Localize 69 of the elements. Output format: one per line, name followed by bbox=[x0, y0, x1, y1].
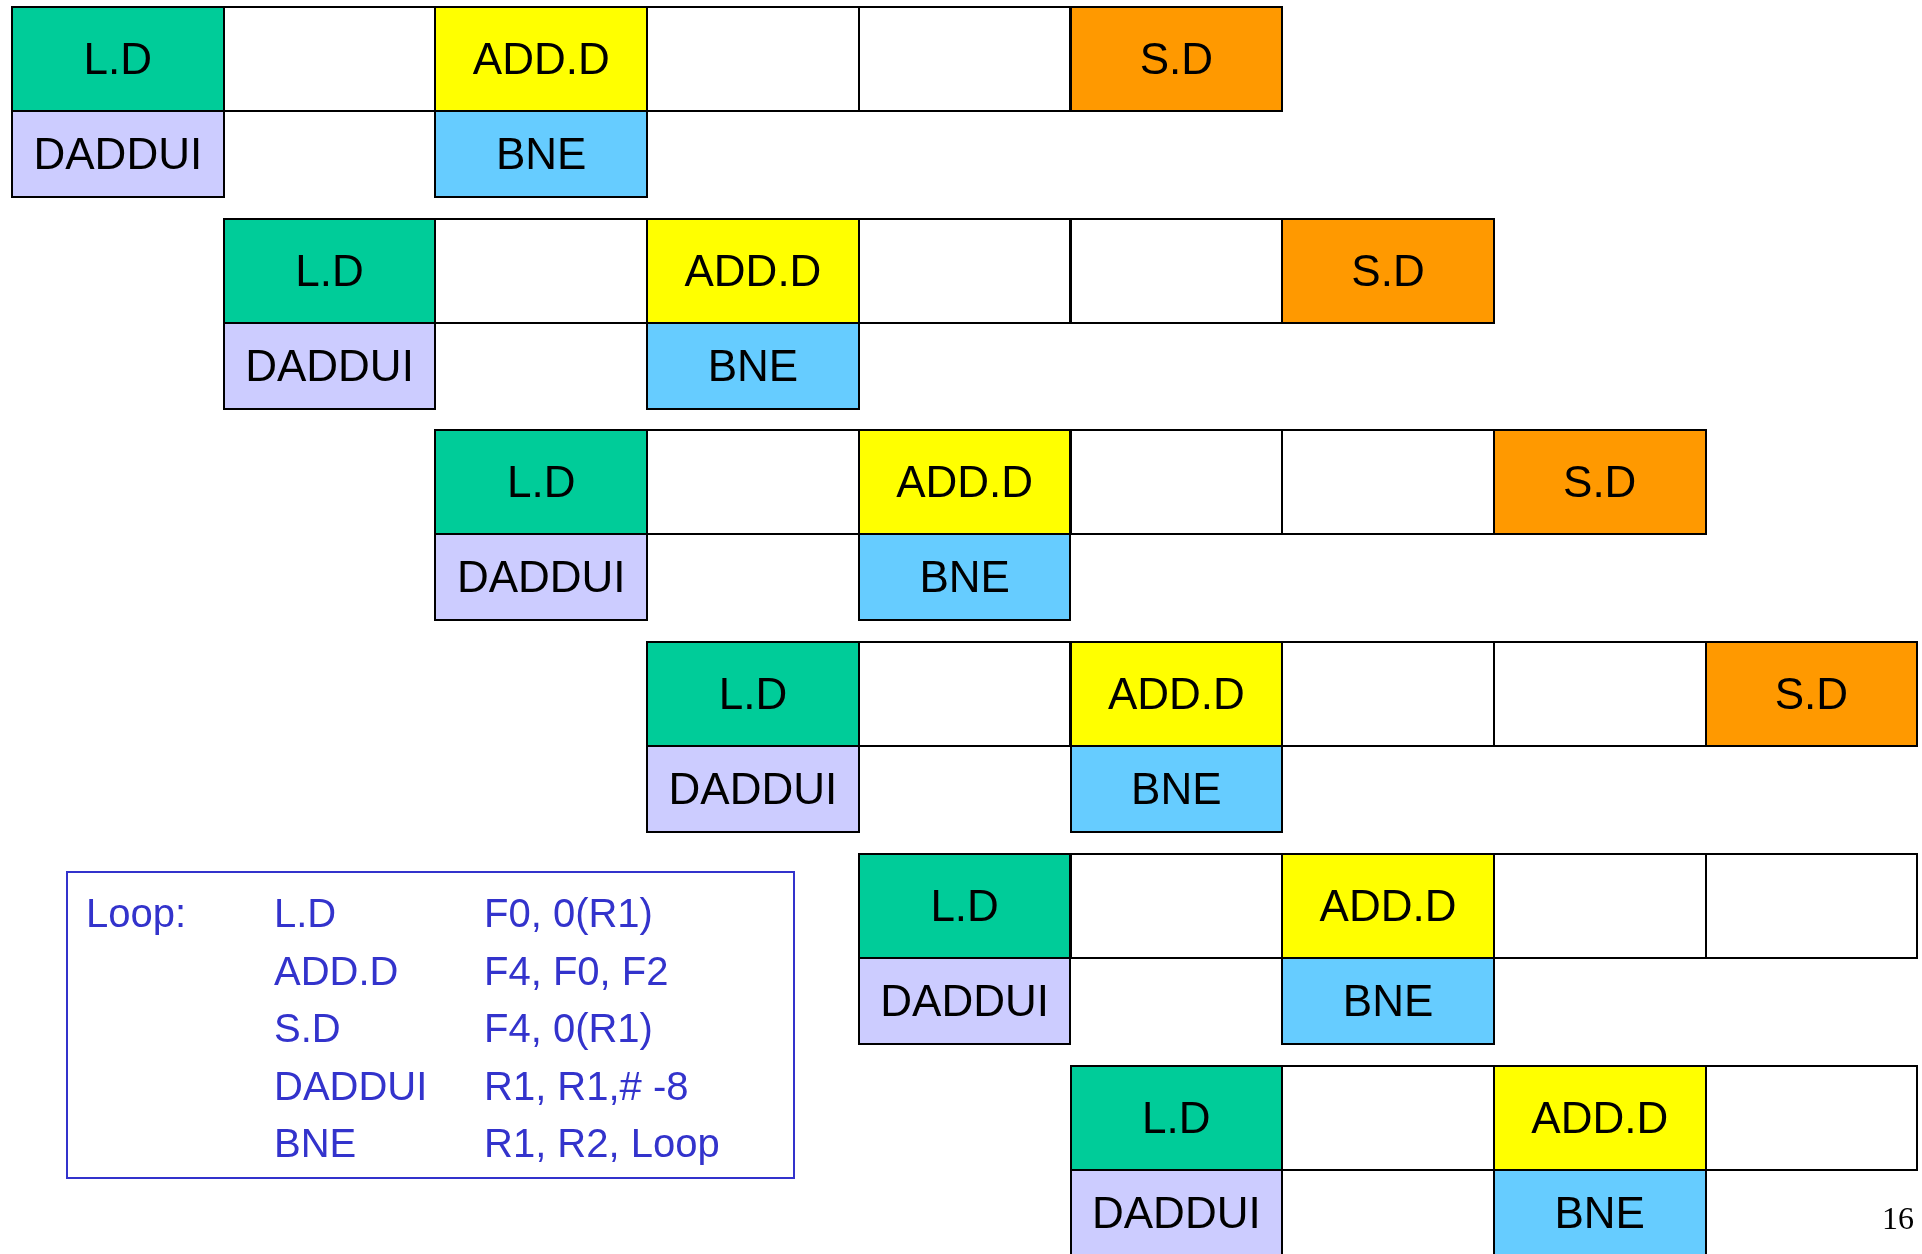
instruction-name: S.D bbox=[1774, 669, 1849, 720]
store-stage-cell bbox=[1704, 641, 1919, 748]
add-stage-cell bbox=[646, 217, 860, 324]
decrement-stage-cell bbox=[857, 956, 1072, 1045]
store-stage-cell bbox=[1492, 429, 1707, 536]
instruction-operands: R1, R2, Loop bbox=[484, 1120, 721, 1167]
instruction-name: DADDUI bbox=[668, 764, 838, 815]
store-stage-cell bbox=[1281, 217, 1495, 324]
instruction-name: DADDUI bbox=[880, 975, 1049, 1026]
load-stage-cell bbox=[857, 852, 1072, 959]
instruction-operands: F4, 0(R1) bbox=[484, 1005, 654, 1052]
load-stage-cell bbox=[434, 429, 649, 536]
instruction-operands: F0, 0(R1) bbox=[484, 890, 654, 937]
code-listing-box bbox=[66, 871, 795, 1179]
instruction-name: L.D bbox=[930, 880, 999, 931]
instruction-name: DADDUI bbox=[245, 340, 414, 391]
decrement-stage-cell bbox=[11, 110, 225, 198]
branch-stage-cell bbox=[857, 533, 1072, 622]
instruction-mnemonic: DADDUI bbox=[274, 1062, 429, 1110]
add-stage-cell bbox=[434, 6, 649, 112]
branch-stage-cell bbox=[1069, 745, 1284, 834]
branch-stage-cell bbox=[434, 110, 649, 198]
instruction-name: DADDUI bbox=[456, 552, 626, 603]
load-stage-cell bbox=[646, 641, 860, 748]
instruction-name: S.D bbox=[1563, 457, 1637, 508]
load-stage-cell bbox=[1069, 1064, 1284, 1171]
instruction-name: L.D bbox=[718, 669, 788, 720]
instruction-mnemonic: BNE bbox=[274, 1120, 358, 1167]
add-stage-cell bbox=[1492, 1064, 1707, 1171]
instruction-name: BNE bbox=[919, 552, 1010, 603]
instruction-name: ADD.D bbox=[1107, 669, 1245, 720]
instruction-name: BNE bbox=[1131, 764, 1222, 815]
add-stage-cell bbox=[1281, 852, 1495, 959]
instruction-name: DADDUI bbox=[1092, 1187, 1261, 1238]
store-stage-cell bbox=[1069, 6, 1284, 112]
load-stage-cell bbox=[222, 217, 437, 324]
instruction-name: DADDUI bbox=[33, 129, 203, 179]
instruction-name: L.D bbox=[1142, 1092, 1211, 1143]
instruction-name: BNE bbox=[1554, 1187, 1645, 1238]
instruction-name: ADD.D bbox=[472, 34, 610, 84]
instruction-name: BNE bbox=[496, 129, 587, 179]
add-stage-cell bbox=[857, 429, 1072, 536]
instruction-operands: F4, F0, F2 bbox=[484, 947, 670, 995]
instruction-name: ADD.D bbox=[1531, 1092, 1669, 1143]
instruction-name: BNE bbox=[1342, 975, 1434, 1026]
instruction-name: L.D bbox=[507, 457, 576, 508]
decrement-stage-cell bbox=[434, 533, 649, 622]
branch-stage-cell bbox=[1492, 1168, 1707, 1254]
loop-label: Loop: bbox=[86, 890, 188, 937]
instruction-name: L.D bbox=[295, 245, 364, 296]
decrement-stage-cell bbox=[222, 321, 437, 410]
instruction-mnemonic: S.D bbox=[274, 1005, 342, 1052]
instruction-name: ADD.D bbox=[896, 457, 1034, 508]
instruction-name: S.D bbox=[1351, 245, 1425, 296]
instruction-name: S.D bbox=[1139, 34, 1213, 84]
branch-stage-cell bbox=[646, 321, 860, 410]
instruction-mnemonic: ADD.D bbox=[274, 947, 400, 995]
decrement-stage-cell bbox=[1069, 1168, 1284, 1254]
instruction-operands: R1, R1,# -8 bbox=[484, 1062, 690, 1110]
instruction-name: ADD.D bbox=[1319, 880, 1457, 931]
instruction-name: BNE bbox=[707, 340, 799, 391]
branch-stage-cell bbox=[1281, 956, 1495, 1045]
instruction-name: ADD.D bbox=[684, 245, 822, 296]
add-stage-cell bbox=[1069, 641, 1284, 748]
instruction-name: L.D bbox=[83, 34, 153, 84]
instruction-mnemonic: L.D bbox=[274, 890, 338, 937]
load-stage-cell bbox=[11, 6, 225, 112]
page-number: 16 bbox=[1882, 1200, 1914, 1237]
decrement-stage-cell bbox=[646, 745, 860, 834]
